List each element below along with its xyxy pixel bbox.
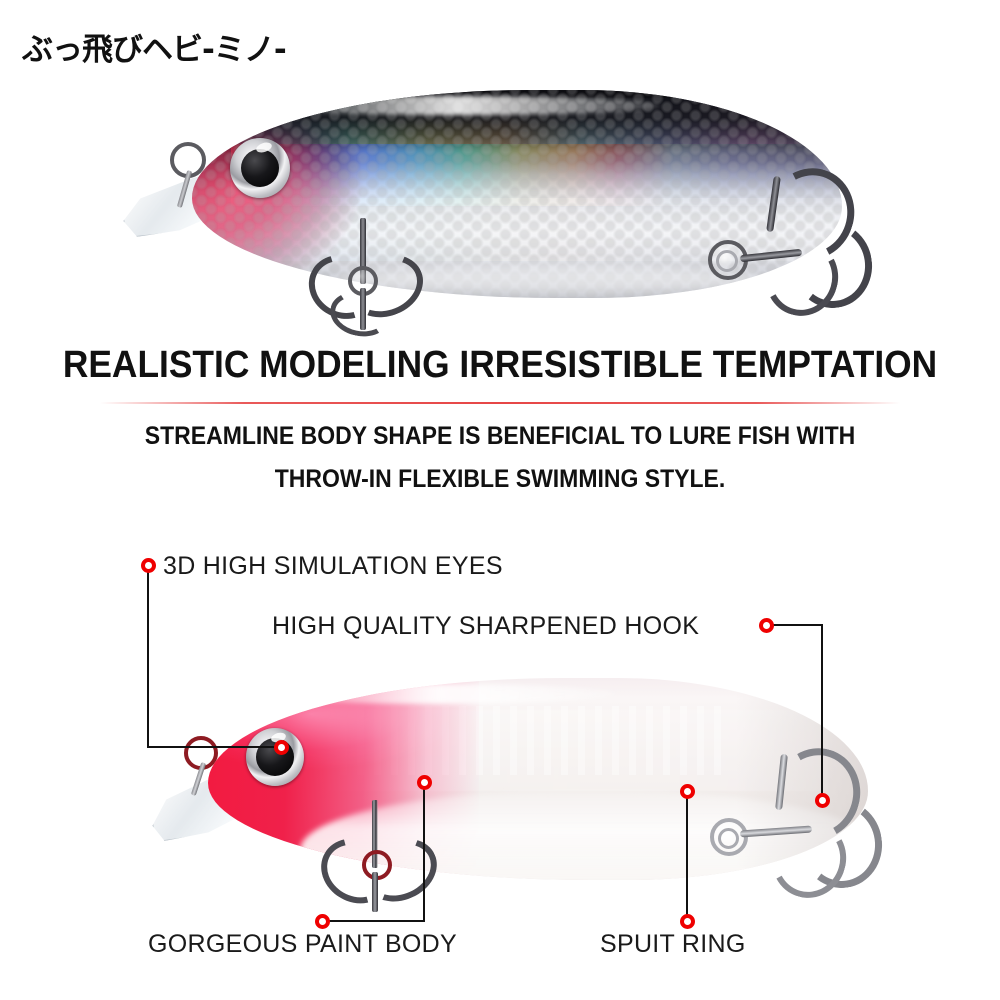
callout-marker-hook[interactable] (759, 618, 774, 633)
belly-hook-point-down (360, 288, 366, 330)
tail-split-ring-inner (716, 250, 738, 272)
lure-bottom (150, 670, 910, 916)
callout-label-eyes: 3D HIGH SIMULATION EYES (163, 552, 503, 580)
callout-label-hook: HIGH QUALITY SHARPENED HOOK (272, 612, 700, 640)
callout-line-hook-vertical (821, 624, 824, 800)
callout-line-paint-vertical (423, 788, 426, 921)
subheading-line-1: STREAMLINE BODY SHAPE IS BENEFICIAL TO L… (144, 422, 856, 450)
lure-top (120, 80, 900, 342)
callout-line-spuit-vertical (686, 792, 689, 920)
subheading-line-2: THROW-IN FLEXIBLE SWIMMING STYLE. (274, 465, 726, 493)
callout-marker-paint-point[interactable] (417, 775, 432, 790)
lure-body-2 (208, 678, 868, 880)
callout-marker-paint[interactable] (315, 914, 330, 929)
callout-line-hook-horizontal (773, 624, 823, 627)
page-title: ぶっ飛びヘビ-ミノ- (22, 32, 287, 68)
callout-marker-eyes[interactable] (141, 558, 156, 573)
callout-marker-eye-point[interactable] (274, 740, 289, 755)
callout-marker-spuit[interactable] (680, 914, 695, 929)
tail-split-ring-inner-2 (718, 828, 739, 849)
headline: REALISTIC MODELING IRRESISTIBLE TEMPTATI… (62, 344, 938, 386)
belly-hook-shank (360, 218, 366, 284)
callout-label-paint: GORGEOUS PAINT BODY (148, 930, 457, 958)
section-divider (100, 402, 900, 404)
callout-marker-hook-point[interactable] (815, 793, 830, 808)
callout-line-eyes-vertical (147, 572, 150, 748)
eye-pupil (241, 149, 279, 187)
belly-hook-point-down-2 (372, 872, 378, 912)
callout-line-eyes-horizontal (147, 746, 282, 749)
callout-label-spuit: SPUIT RING (600, 930, 746, 958)
callout-marker-spuit-point[interactable] (680, 784, 695, 799)
belly-hook-shank-2 (372, 800, 378, 868)
callout-line-paint-horizontal (329, 920, 425, 923)
lure-body (192, 90, 842, 298)
